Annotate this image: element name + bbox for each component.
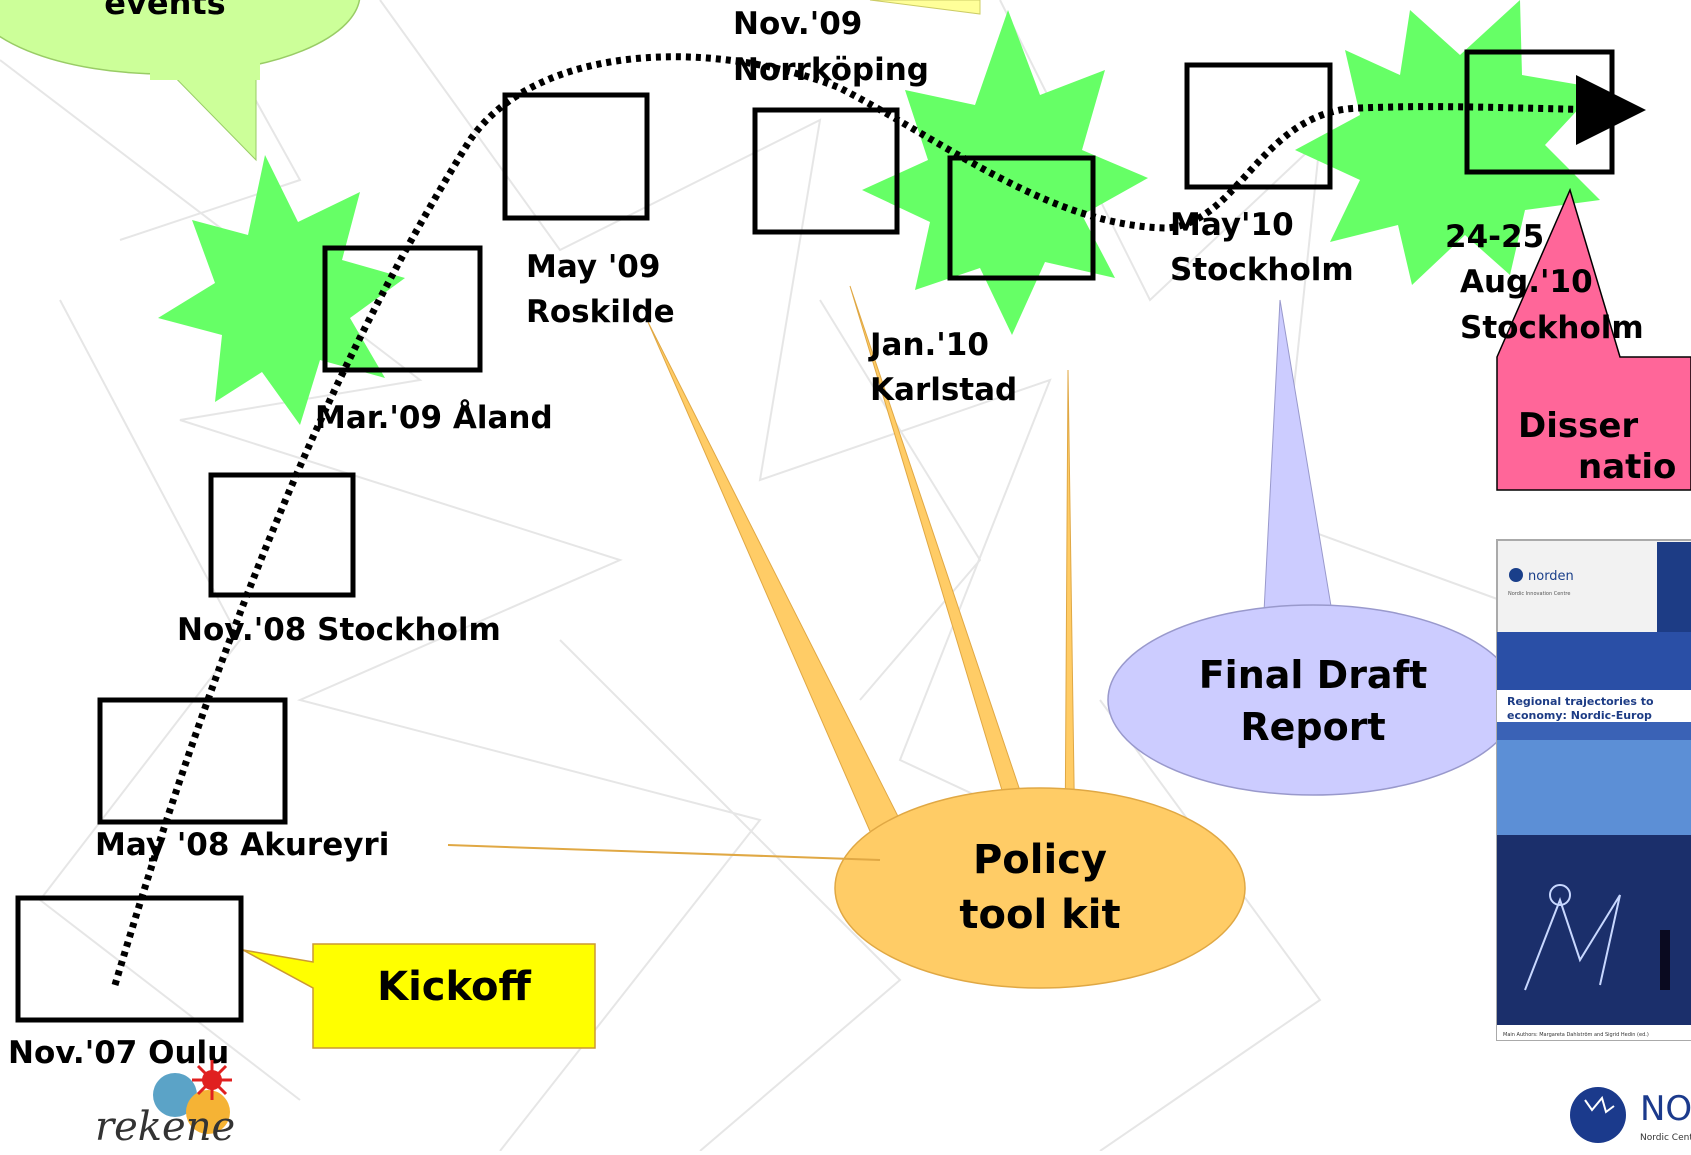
report-cover: norden Nordic Innovation Centre Regional… [1496, 539, 1691, 1041]
meeting-box-stockholm-may10 [1184, 62, 1333, 190]
label-oulu: Nov.'07 Oulu [8, 1035, 229, 1071]
meeting-box-aland [322, 245, 483, 373]
nordregio-logo-text: NORDREG [1640, 1089, 1691, 1129]
policy-callout-line1: Policy [973, 837, 1107, 883]
nordregio-logo-subtext: Nordic Centre for Spatial Deve [1640, 1133, 1691, 1143]
report-publisher: norden [1528, 569, 1574, 584]
top-pointer [869, 0, 981, 15]
final-draft-callout: Final Draft Report [1107, 299, 1519, 796]
meeting-box-norrkoping [752, 107, 900, 235]
meeting-box-akureyri [97, 697, 288, 825]
akureyri-connector [447, 844, 881, 861]
rekene-logo: rekene [95, 1060, 235, 1150]
report-title-2: economy: Nordic-Europ [1507, 709, 1652, 722]
starburst-stockholm-aug [1295, 0, 1600, 285]
label-aland: Mar.'09 Åland [315, 399, 553, 436]
meeting-box-stockholm-08 [208, 472, 356, 598]
kickoff-callout: Kickoff [242, 943, 596, 1049]
events-callout: events [0, 0, 361, 162]
report-title-1: Regional trajectories to [1507, 695, 1654, 708]
label-stockholm-may10-2: Stockholm [1170, 252, 1354, 288]
label-stockholm-aug10-2: Aug.'10 [1460, 264, 1593, 300]
label-stockholm-may10-1: May'10 [1170, 207, 1294, 243]
label-norrkoping-1: Nov.'09 [733, 6, 862, 42]
nordregio-logo: NORDREG Nordic Centre for Spatial Deve [1570, 1087, 1691, 1143]
timeline-path [111, 53, 1646, 987]
report-authors: Main Authors: Margareta Dahlström and Si… [1503, 1032, 1649, 1038]
dissem-callout-line1: Disser [1518, 406, 1638, 446]
dissem-callout-line2: natio [1578, 447, 1676, 487]
events-callout-text: events [104, 0, 225, 22]
label-stockholm-08: Nov.'08 Stockholm [177, 612, 501, 648]
label-roskilde-2: Roskilde [526, 294, 675, 330]
meeting-box-oulu [15, 895, 244, 1023]
final-callout-line1: Final Draft [1199, 653, 1428, 697]
starburst-karlstad [862, 10, 1148, 335]
meeting-box-roskilde [502, 92, 650, 221]
dissemination-callout: Disser natio [1496, 187, 1691, 491]
report-publisher-sub: Nordic Innovation Centre [1508, 591, 1570, 597]
label-karlstad-1: Jan.'10 [868, 327, 989, 363]
policy-callout-line2: tool kit [959, 892, 1120, 938]
label-karlstad-2: Karlstad [870, 372, 1017, 408]
policy-toolkit-callout: Policy tool kit [647, 285, 1246, 989]
label-akureyri: May '08 Akureyri [95, 827, 389, 863]
starburst-aland [158, 155, 405, 425]
label-norrkoping-2: Norrköping [733, 52, 929, 88]
rekene-logo-text: rekene [95, 1104, 235, 1150]
label-roskilde-1: May '09 [526, 249, 660, 285]
label-stockholm-aug10-1: 24-25 [1445, 219, 1544, 255]
kickoff-callout-text: Kickoff [377, 964, 531, 1010]
label-stockholm-aug10-3: Stockholm [1460, 310, 1644, 346]
final-callout-line2: Report [1240, 705, 1385, 749]
